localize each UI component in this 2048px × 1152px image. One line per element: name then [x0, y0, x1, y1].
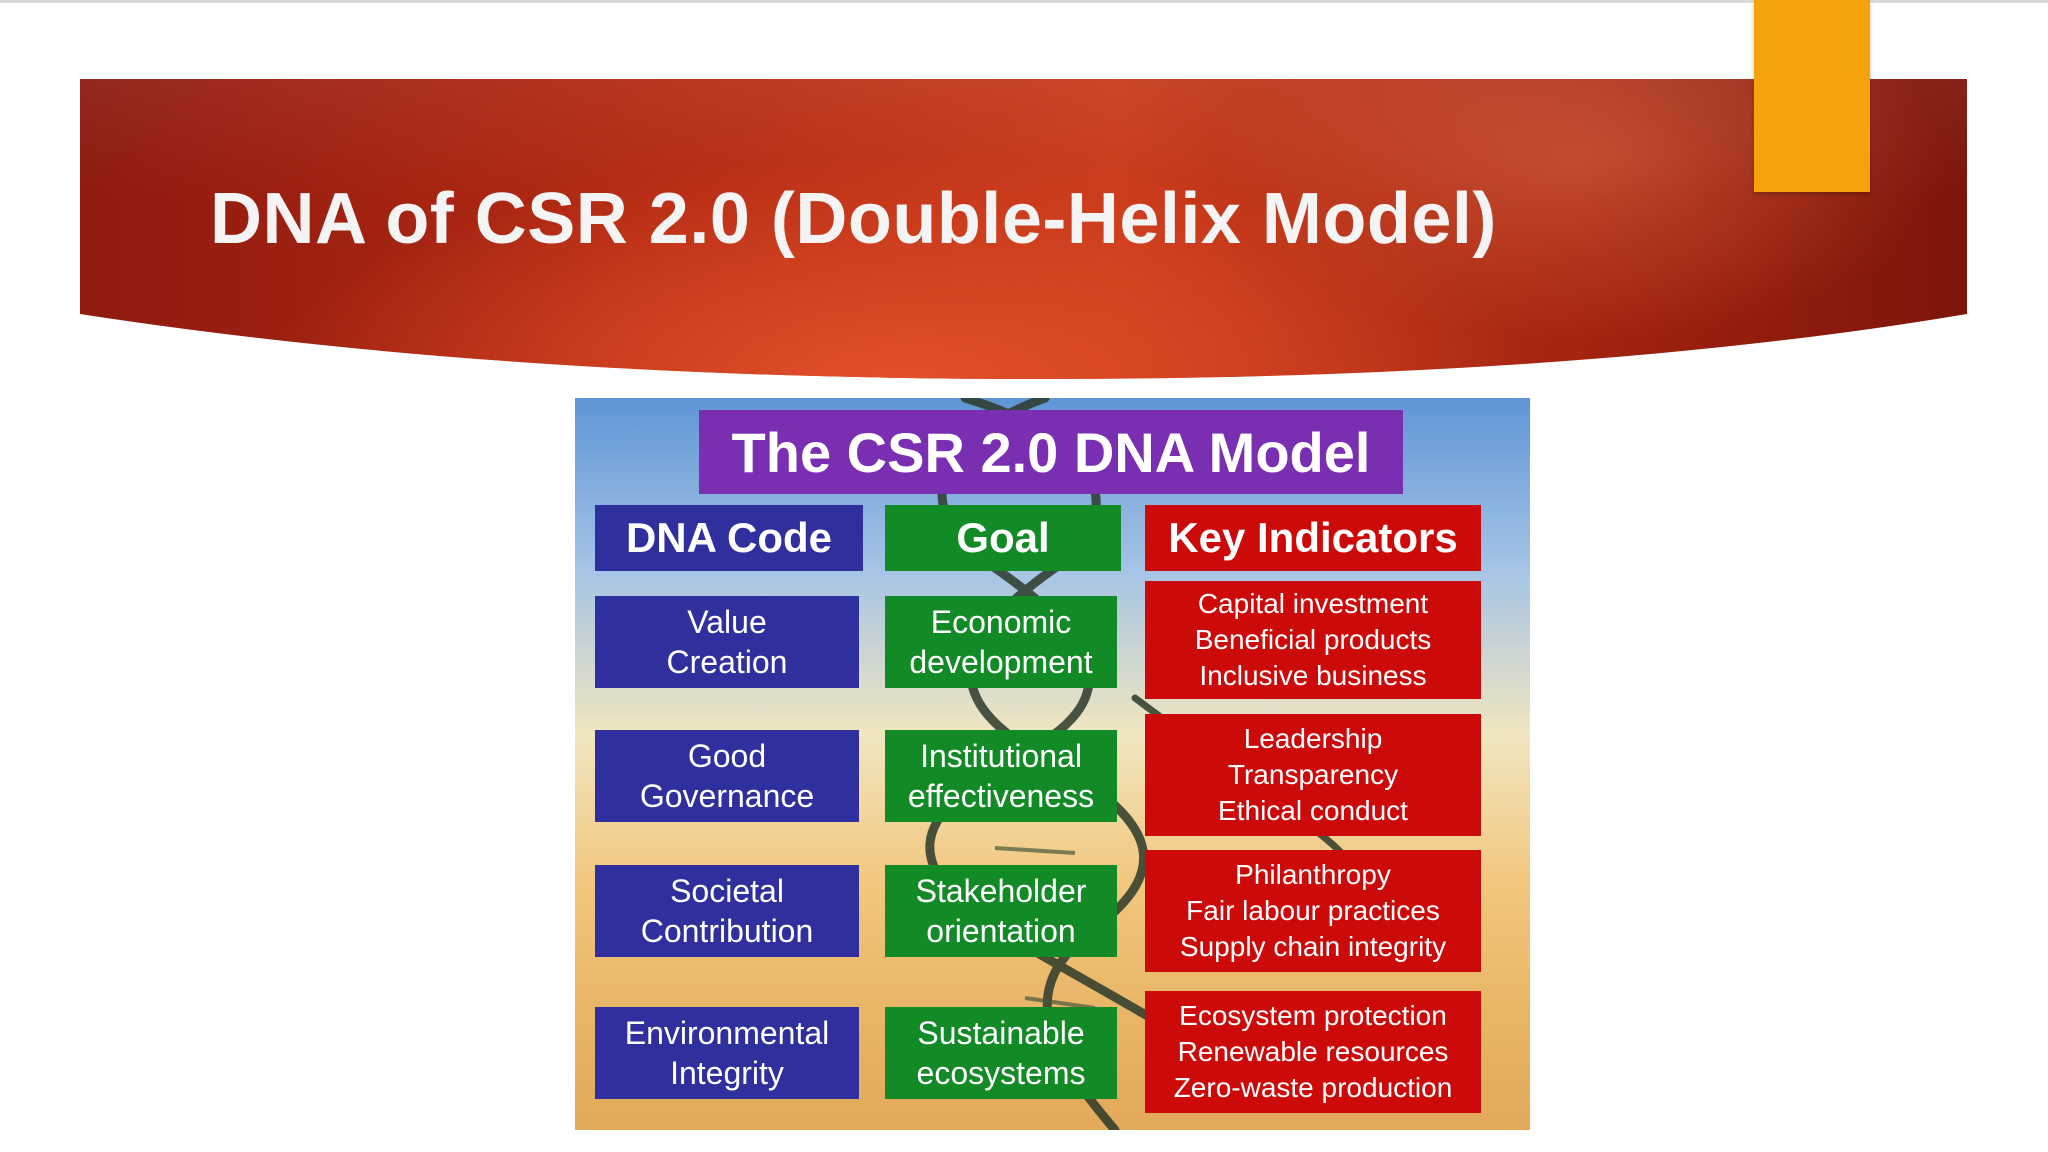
goal-cell: Stakeholder orientation	[885, 865, 1117, 957]
indicator-line: Inclusive business	[1199, 658, 1426, 694]
model-title: The CSR 2.0 DNA Model	[699, 410, 1403, 494]
indicator-line: Renewable resources	[1178, 1034, 1449, 1070]
indicator-line: Supply chain integrity	[1180, 929, 1446, 965]
slide-top-border	[0, 0, 2048, 3]
goal-line: Economic	[931, 602, 1072, 642]
goal-line: Institutional	[920, 736, 1082, 776]
dna-code-line: Environmental	[625, 1013, 830, 1053]
dna-code-line: Societal	[670, 871, 784, 911]
indicator-cell: Leadership Transparency Ethical conduct	[1145, 714, 1481, 836]
indicator-cell: Capital investment Beneficial products I…	[1145, 581, 1481, 699]
dna-code-line: Integrity	[670, 1053, 784, 1093]
dna-code-cell: Good Governance	[595, 730, 859, 822]
indicator-line: Zero-waste production	[1174, 1070, 1453, 1106]
goal-cell: Sustainable ecosystems	[885, 1007, 1117, 1099]
indicator-line: Beneficial products	[1195, 622, 1432, 658]
dna-code-cell: Value Creation	[595, 596, 859, 688]
dna-code-cell: Environmental Integrity	[595, 1007, 859, 1099]
dna-code-line: Value	[687, 602, 766, 642]
header-goal: Goal	[885, 505, 1121, 571]
goal-line: effectiveness	[908, 776, 1094, 816]
goal-cell: Economic development	[885, 596, 1117, 688]
dna-code-line: Creation	[667, 642, 788, 682]
goal-cell: Institutional effectiveness	[885, 730, 1117, 822]
header-dna-code: DNA Code	[595, 505, 863, 571]
indicator-line: Leadership	[1244, 721, 1383, 757]
goal-line: ecosystems	[917, 1053, 1086, 1093]
slide-title: DNA of CSR 2.0 (Double-Helix Model)	[210, 178, 1497, 260]
indicator-line: Transparency	[1228, 757, 1398, 793]
dna-model-figure: The CSR 2.0 DNA Model DNA Code Goal Key …	[575, 398, 1530, 1130]
dna-code-cell: Societal Contribution	[595, 865, 859, 957]
goal-line: Sustainable	[917, 1013, 1084, 1053]
goal-line: Stakeholder	[916, 871, 1087, 911]
header-key-indicators: Key Indicators	[1145, 505, 1481, 571]
indicator-line: Fair labour practices	[1186, 893, 1440, 929]
dna-code-line: Governance	[640, 776, 814, 816]
accent-tab	[1754, 0, 1870, 192]
indicator-cell: Ecosystem protection Renewable resources…	[1145, 991, 1481, 1113]
indicator-line: Ecosystem protection	[1179, 998, 1447, 1034]
indicator-line: Philanthropy	[1235, 857, 1391, 893]
dna-code-line: Good	[688, 736, 766, 776]
dna-code-line: Contribution	[641, 911, 814, 951]
indicator-cell: Philanthropy Fair labour practices Suppl…	[1145, 850, 1481, 972]
goal-line: orientation	[926, 911, 1075, 951]
goal-line: development	[909, 642, 1092, 682]
indicator-line: Capital investment	[1198, 586, 1428, 622]
indicator-line: Ethical conduct	[1218, 793, 1408, 829]
